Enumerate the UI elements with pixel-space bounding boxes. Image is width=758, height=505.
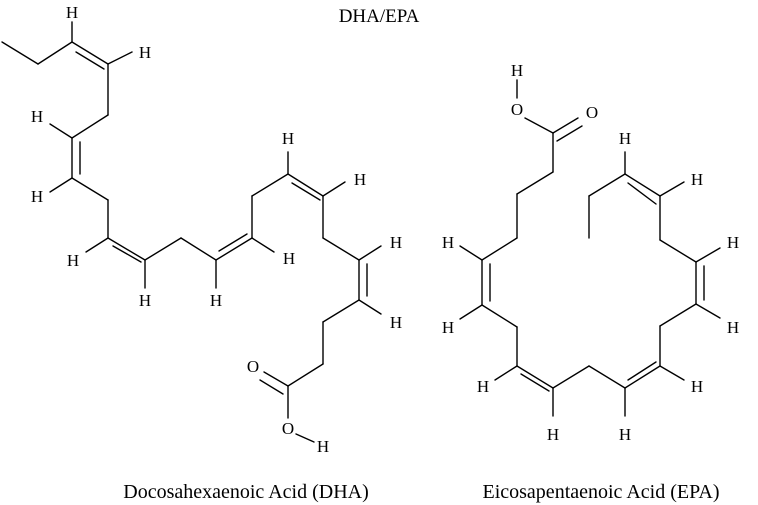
epa-h-7: H bbox=[727, 318, 739, 337]
dha-caption: Docosahexaenoic Acid (DHA) bbox=[123, 481, 368, 503]
epa-h-4: H bbox=[547, 425, 559, 444]
figure-title: DHA/EPA bbox=[339, 6, 420, 27]
dha-h-9: H bbox=[282, 129, 294, 148]
epa-atom-labels: H O O H H H H H H H H H H bbox=[442, 61, 739, 444]
epa-structure: H O O H H H H H H H H H H bbox=[442, 61, 739, 444]
dha-h-7: H bbox=[210, 291, 222, 310]
dha-h-2: H bbox=[139, 43, 151, 62]
dha-h-hydroxyl: H bbox=[317, 437, 329, 456]
dha-o-carbonyl: O bbox=[247, 357, 259, 376]
dha-h-10: H bbox=[354, 170, 366, 189]
epa-h-9: H bbox=[691, 170, 703, 189]
epa-h-1: H bbox=[442, 233, 454, 252]
dha-bonds bbox=[1, 21, 382, 443]
dha-atom-labels: H H H H H H H H H H H H O O H bbox=[31, 3, 402, 456]
epa-o-hydroxyl: O bbox=[511, 100, 523, 119]
epa-h-6: H bbox=[691, 377, 703, 396]
epa-o-carbonyl: O bbox=[586, 103, 598, 122]
dha-h-3: H bbox=[31, 107, 43, 126]
dha-h-1: H bbox=[66, 3, 78, 22]
epa-h-10: H bbox=[619, 129, 631, 148]
epa-h-8: H bbox=[727, 233, 739, 252]
epa-h-hydroxyl: H bbox=[511, 61, 523, 80]
dha-h-4: H bbox=[31, 187, 43, 206]
epa-h-5: H bbox=[619, 425, 631, 444]
dha-o-hydroxyl: O bbox=[282, 419, 294, 438]
dha-structure: H H H H H H H H H H H H O O H bbox=[1, 3, 402, 456]
epa-caption: Eicosapentaenoic Acid (EPA) bbox=[483, 481, 720, 503]
epa-bonds bbox=[459, 79, 721, 417]
dha-h-11: H bbox=[390, 233, 402, 252]
epa-h-2: H bbox=[442, 318, 454, 337]
epa-h-3: H bbox=[477, 377, 489, 396]
dha-h-12: H bbox=[390, 313, 402, 332]
dha-h-6: H bbox=[139, 291, 151, 310]
dha-h-8: H bbox=[283, 249, 295, 268]
dha-h-5: H bbox=[67, 251, 79, 270]
